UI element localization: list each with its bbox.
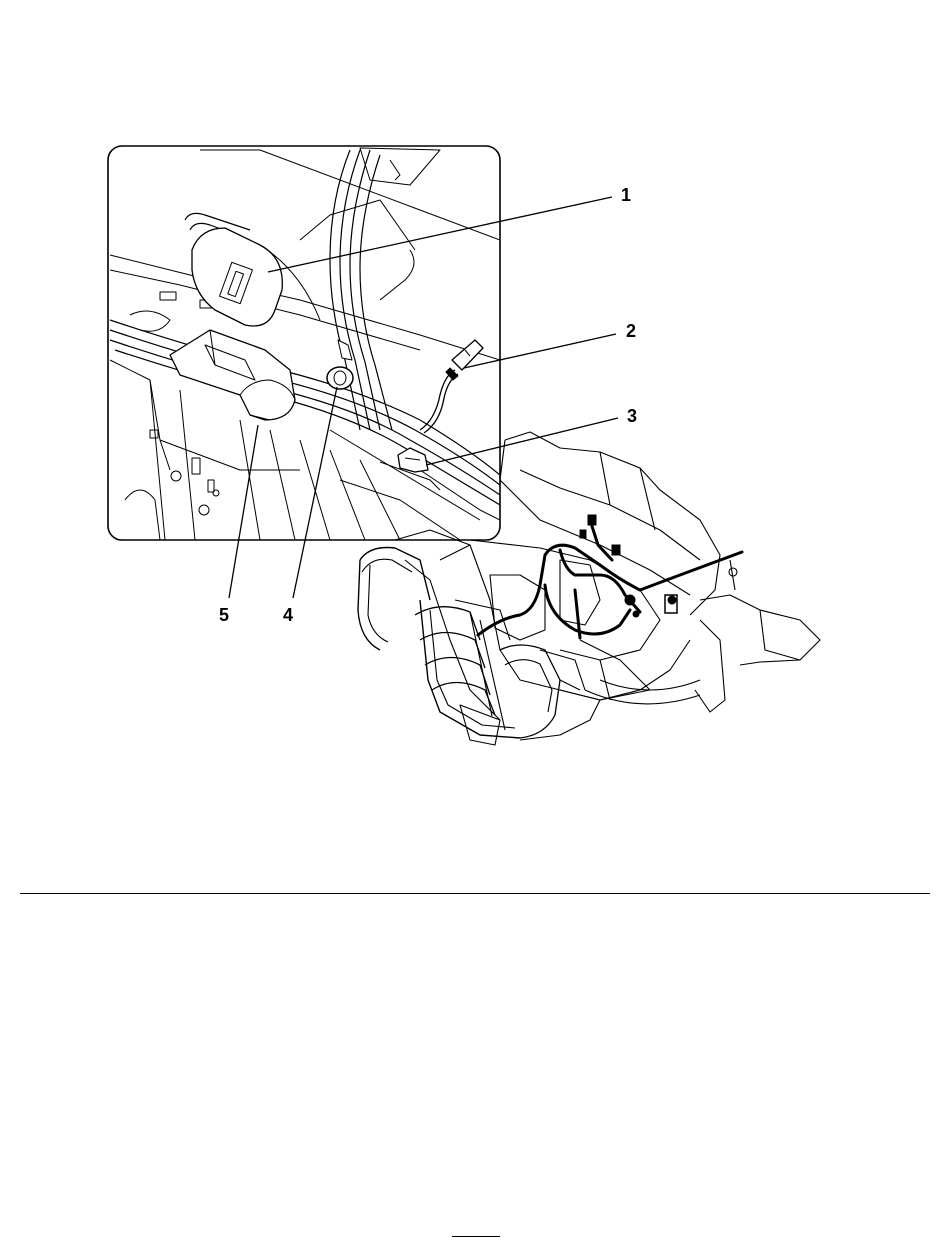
inset-frame [108,146,500,540]
callout-1: 1 [621,185,631,205]
inset-detail-view [108,146,500,540]
callout-4: 4 [283,605,293,625]
leader-line-2 [464,334,616,368]
callout-3: 3 [627,406,637,426]
leader-line-5 [229,425,258,598]
wiring-harness-on-vehicle [478,520,742,638]
wiring-harness-diagram: 1 2 3 4 5 [0,0,950,780]
page-divider [20,893,930,894]
page-footer-line [452,1236,500,1237]
callout-5: 5 [219,605,229,625]
leader-line-1 [268,197,612,272]
leader-line-4 [293,387,337,598]
callout-2: 2 [626,321,636,341]
